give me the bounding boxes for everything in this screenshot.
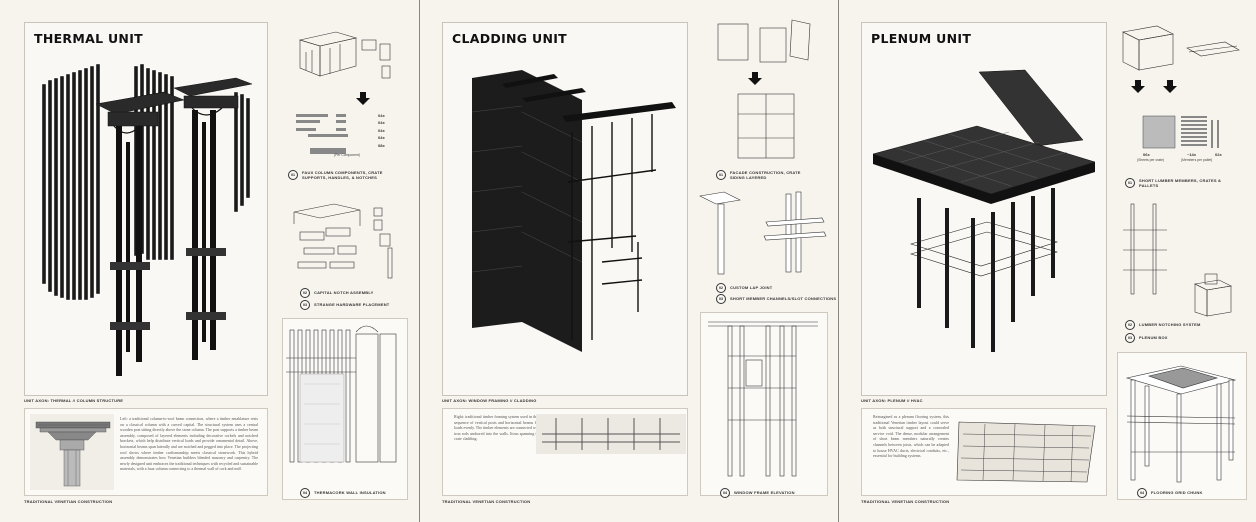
thermal-column-photo bbox=[30, 414, 114, 490]
cladding-detail-03-num: 03 bbox=[716, 294, 726, 304]
thermal-detail-01-drawing bbox=[296, 31, 391, 154]
thermal-detail-01-label: FAUX COLUMN COMPONENTS, CRATE SUPPORTS, … bbox=[302, 170, 383, 180]
plenum-qty-1: 06x bbox=[1143, 152, 1150, 157]
thermal-detail-03-num: 03 bbox=[300, 300, 310, 310]
plenum-axon-caption: UNIT AXON: PLENUM // HVAC bbox=[861, 398, 923, 403]
thermal-detail-04-num: 04 bbox=[300, 488, 310, 498]
cladding-axon-drawing bbox=[471, 70, 676, 352]
plenum-detail-01-label: SHORT LUMBER MEMBERS, CRATES & PALLETS bbox=[1139, 178, 1222, 188]
plenum-qty-3: 02x bbox=[1215, 152, 1222, 157]
thermal-axon-drawing bbox=[41, 63, 253, 376]
thermal-qty-4: 04x bbox=[378, 135, 385, 140]
plenum-photo-caption: TRADITIONAL VENETIAN CONSTRUCTION bbox=[861, 499, 950, 504]
plenum-detail-02-drawing bbox=[1123, 203, 1232, 317]
thermal-detail-02-num: 02 bbox=[300, 288, 310, 298]
cladding-detail-03-label: SHORT MEMBER CHANNELS/SLOT CONNECTIONS bbox=[730, 296, 837, 301]
divider-1 bbox=[419, 0, 420, 522]
thermal-photo-caption: TRADITIONAL VENETIAN CONSTRUCTION bbox=[24, 499, 113, 504]
thermal-detail-01-num: 01 bbox=[288, 170, 298, 180]
plenum-qty-2: ~14x bbox=[1187, 152, 1197, 157]
thermal-qty-3: 04x bbox=[378, 128, 385, 133]
cladding-detail-02-drawing bbox=[699, 191, 827, 275]
thermal-qty-5: 08x bbox=[378, 143, 385, 148]
cladding-detail-02-label: CUSTOM LAP JOINT bbox=[730, 285, 773, 290]
cladding-title: CLADDING UNIT bbox=[452, 31, 567, 46]
thermal-qty-2: 04x bbox=[378, 120, 385, 125]
plenum-detail-01-num: 01 bbox=[1125, 178, 1135, 188]
plenum-detail-04-drawing bbox=[1125, 365, 1237, 483]
plenum-detail-02-num: 02 bbox=[1125, 320, 1135, 330]
plenum-detail-01-drawing bbox=[1122, 25, 1240, 149]
thermal-panel: THERMAL UNIT bbox=[0, 0, 418, 522]
thermal-axon-caption: UNIT AXON: THERMAL // COLUMN STRUCTURE bbox=[24, 398, 124, 403]
thermal-detail-02-label: CAPITAL NOTCH ASSEMBLY bbox=[314, 290, 374, 295]
cladding-axon-caption: UNIT AXON: WINDOW FRAMING // CLADDING bbox=[442, 398, 537, 403]
cladding-detail-01-num: 01 bbox=[716, 170, 726, 180]
plenum-detail-04-num: 04 bbox=[1137, 488, 1147, 498]
cladding-detail-01-drawing bbox=[717, 19, 811, 159]
plenum-detail-04-label: FLOORING GRID CHUNK bbox=[1151, 490, 1203, 495]
plenum-detail-02-label: LUMBER NOTCHING SYSTEM bbox=[1139, 322, 1201, 327]
thermal-detail-04-label: THERMACORK WALL INSULATION bbox=[314, 490, 386, 495]
cladding-detail-02-num: 02 bbox=[716, 283, 726, 293]
plenum-title: PLENUM UNIT bbox=[871, 31, 972, 46]
plenum-axon-frame bbox=[861, 22, 1107, 396]
cladding-detail-01-label: FACADE CONSTRUCTION, CRATE SIDING LAYERE… bbox=[730, 170, 801, 180]
plenum-panel: PLENUM UNIT UNIT AXON: PLENUM // HVAC Re… bbox=[839, 0, 1256, 522]
cladding-detail-04-box bbox=[700, 312, 828, 496]
thermal-per-component: (Per Component) bbox=[334, 153, 361, 157]
thermal-body-text: Left: a traditional column-to-roof beam … bbox=[120, 416, 258, 472]
plenum-qty-2-sub: (Members per pallet) bbox=[1181, 158, 1213, 162]
thermal-detail-02-drawing bbox=[293, 203, 393, 279]
thermal-title: THERMAL UNIT bbox=[34, 31, 143, 46]
plenum-axon-drawing bbox=[872, 69, 1096, 352]
cladding-detail-04-label: WINDOW FRAME ELEVATION bbox=[734, 490, 795, 495]
plenum-detail-03-num: 03 bbox=[1125, 333, 1135, 343]
thermal-qty-1: 04x bbox=[378, 113, 385, 118]
divider-2 bbox=[838, 0, 839, 522]
thermal-detail-03-label: STRANGE HARDWARE PLACEMENT bbox=[314, 302, 390, 307]
cladding-panel: CLADDING UNIT UNIT AXON: WINDOW FRAMING … bbox=[420, 0, 838, 522]
plenum-body-text: Reimagined as a plenum flooring system, … bbox=[873, 414, 949, 459]
plenum-floor-photo bbox=[956, 421, 1096, 483]
cladding-detail-04-num: 04 bbox=[720, 488, 730, 498]
cladding-detail-04-drawing bbox=[708, 321, 818, 477]
thermal-detail-04-drawing bbox=[286, 325, 397, 463]
cladding-timber-photo bbox=[536, 414, 686, 454]
plenum-qty-1-sub: (Sheets per crate) bbox=[1137, 158, 1165, 162]
cladding-photo-caption: TRADITIONAL VENETIAN CONSTRUCTION bbox=[442, 499, 531, 504]
plenum-detail-03-label: PLENUM BOX bbox=[1139, 335, 1168, 340]
